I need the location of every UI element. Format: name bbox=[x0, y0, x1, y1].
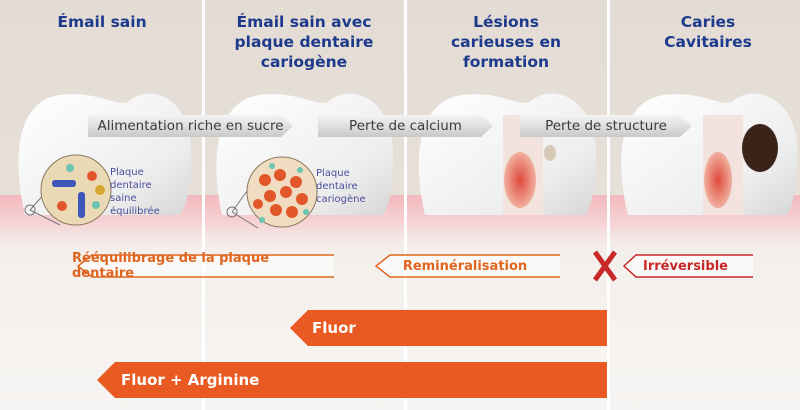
reversal-arrow: Rééquilibrage de la plaque dentaire bbox=[72, 251, 334, 281]
column-title: Caries Cavitaires bbox=[664, 13, 752, 51]
plaque-label: Plaque dentaire cariogène bbox=[316, 168, 366, 205]
process-arrow: Perte de calcium bbox=[318, 115, 493, 137]
treatment-bar-fluor: Fluor bbox=[290, 310, 607, 346]
column-divider bbox=[202, 0, 205, 410]
column-title: Émail sain bbox=[57, 13, 147, 31]
reversal-arrow: Reminéralisation bbox=[370, 254, 560, 278]
plaque-cariogenic-magnifier bbox=[226, 156, 318, 229]
cross-icon bbox=[592, 250, 618, 282]
plaque-label: Plaque dentaire saine équilibrée bbox=[110, 167, 160, 217]
reversal-arrow-irreversible: Irréversible bbox=[618, 254, 753, 278]
tooth-3 bbox=[418, 93, 597, 215]
column-divider bbox=[607, 0, 610, 410]
cavity bbox=[742, 124, 778, 172]
treatment-bar-fluor-arginine: Fluor + Arginine bbox=[97, 362, 607, 398]
column-title: Lésions carieuses en formation bbox=[450, 13, 562, 71]
column-title: Émail sain avec plaque dentaire cariogèn… bbox=[234, 13, 374, 71]
white-spot-lesion bbox=[544, 145, 556, 161]
tooth-4 bbox=[621, 93, 798, 215]
process-arrow: Perte de structure bbox=[520, 115, 692, 137]
column-divider bbox=[404, 0, 407, 410]
plaque-healthy-magnifier bbox=[24, 154, 112, 226]
process-arrow: Alimentation riche en sucre bbox=[88, 115, 293, 137]
